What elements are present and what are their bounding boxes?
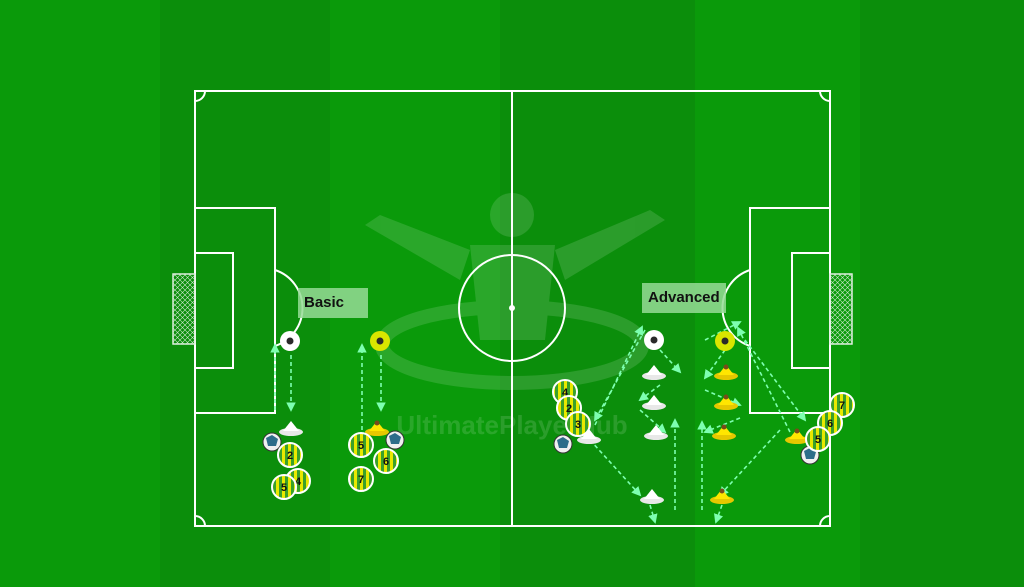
- football-icon: [262, 432, 282, 452]
- player-number: 3: [575, 419, 581, 431]
- player-number: 7: [358, 474, 364, 486]
- player-token-icon: 3: [565, 411, 591, 437]
- disc-marker-icon: [370, 331, 390, 351]
- disc-marker-icon: [715, 331, 735, 351]
- player-number: 4: [295, 476, 302, 488]
- cone-icon: [279, 421, 303, 436]
- cone-icon: [710, 488, 734, 504]
- cone-icon: [785, 428, 809, 444]
- cone-icon: [577, 429, 601, 444]
- advanced-drill: [553, 321, 820, 524]
- player-token-icon: 5: [805, 426, 831, 452]
- player-token-icon: 5: [348, 432, 374, 458]
- player-token-icon: 6: [373, 448, 399, 474]
- cone-icon: [714, 364, 738, 380]
- cone-icon: [712, 424, 736, 440]
- player-number: 2: [566, 403, 572, 415]
- cone-icon: [640, 489, 664, 504]
- player-number: 6: [827, 418, 833, 430]
- player-number: 4: [562, 387, 569, 399]
- cone-icon: [365, 420, 389, 436]
- cone-icon: [642, 395, 666, 410]
- player-number: 5: [281, 482, 287, 494]
- football-icon: [553, 434, 573, 454]
- football-icon: [385, 430, 405, 450]
- player-number: 5: [358, 440, 364, 452]
- disc-marker-icon: [280, 331, 300, 351]
- player-number: 7: [839, 400, 845, 412]
- goal-net-icon: [829, 273, 853, 345]
- player-token-icon: 5: [271, 474, 297, 500]
- player-number: 2: [287, 450, 293, 462]
- cone-icon: [714, 394, 738, 410]
- player-number: 6: [383, 456, 389, 468]
- disc-marker-icon: [644, 330, 664, 350]
- player-number: 5: [815, 434, 821, 446]
- player-token-icon: 7: [348, 466, 374, 492]
- advanced-label: Advanced: [642, 283, 726, 313]
- basic-label: Basic: [298, 288, 368, 318]
- player-token-icon: 2: [277, 442, 303, 468]
- player-token-icon: 7: [829, 392, 855, 418]
- basic-drill: [262, 331, 405, 452]
- goal-net-icon: [172, 273, 196, 345]
- cone-icon: [644, 425, 668, 440]
- cone-icon: [642, 365, 666, 380]
